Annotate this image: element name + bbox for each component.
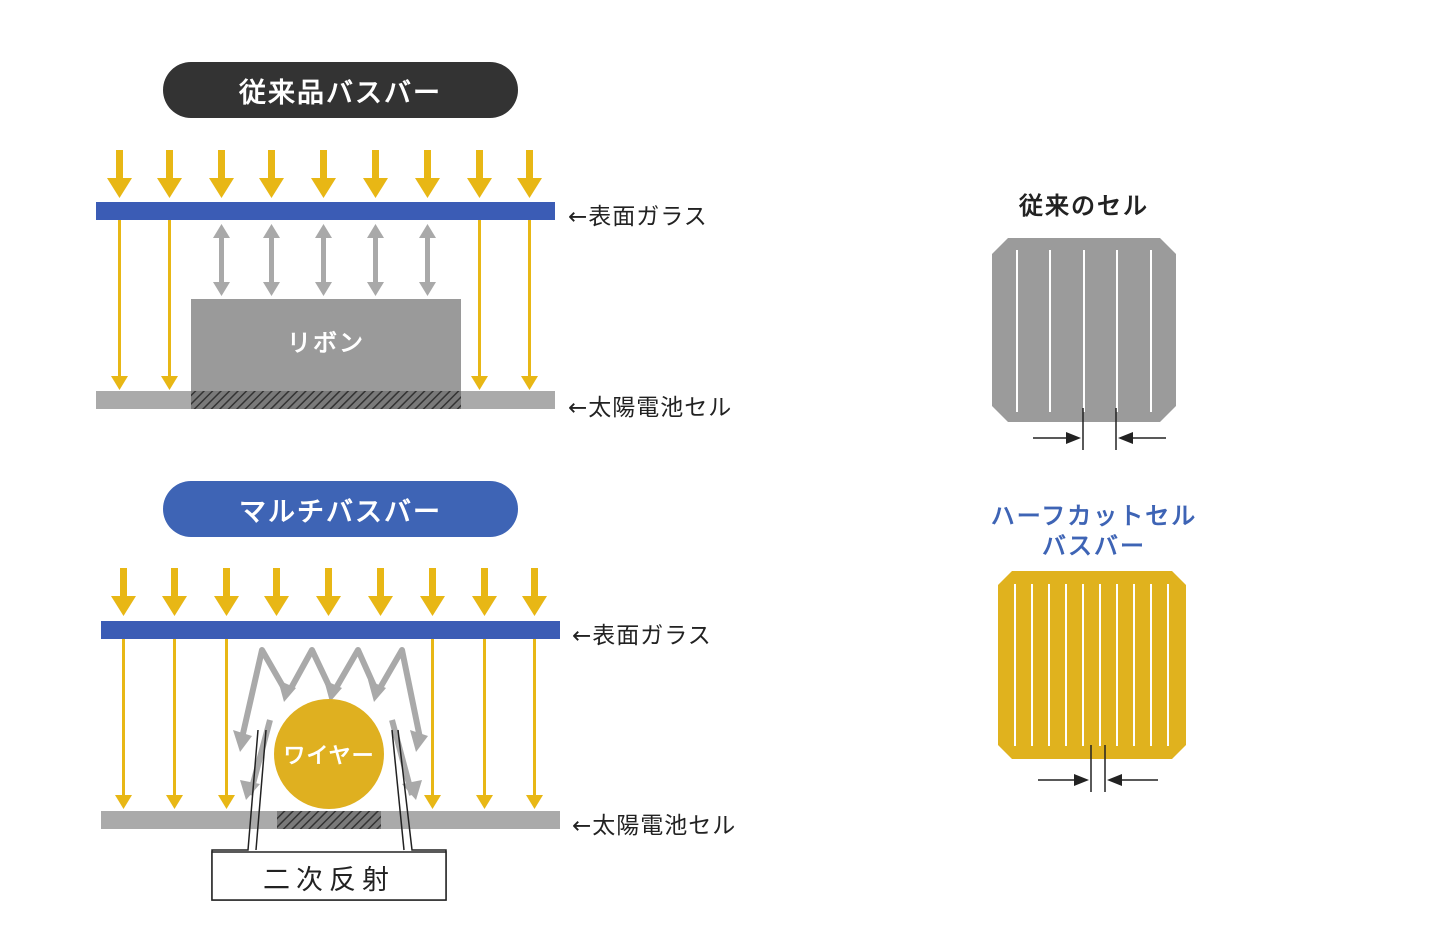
cell-label-top: ←太陽電池セル <box>568 395 733 421</box>
halfcut-cell-busbars <box>1014 584 1169 746</box>
reflection-label: 二次反射 <box>263 865 395 896</box>
ribbon-block <box>191 299 461 391</box>
halfcut-title-line2: バスバー <box>1042 532 1146 560</box>
reflection-arrowheads <box>233 680 428 800</box>
glass-label-top: ←表面ガラス <box>568 204 708 230</box>
reflected-light-arrows <box>213 224 436 296</box>
conventional-cell-title: 従来のセル <box>1019 192 1149 220</box>
incoming-arrow <box>467 150 492 198</box>
halfcut-cell <box>998 571 1186 759</box>
multi-transmitted-light-arrows <box>115 639 543 809</box>
ribbon-contact-hatch <box>191 391 461 409</box>
multi-surface-glass-bar <box>101 621 560 639</box>
conventional-busbar-title: 従来品バスバー <box>163 62 518 118</box>
conventional-spacing-indicator <box>1033 408 1166 450</box>
incoming-arrow <box>157 150 182 198</box>
incoming-arrow <box>107 150 132 198</box>
halfcut-spacing-indicator <box>1038 745 1158 792</box>
multi-incoming-light-arrows <box>111 568 547 616</box>
reflection-label-box <box>211 851 447 901</box>
surface-glass-bar <box>96 202 555 220</box>
wire-contact-hatch <box>277 811 381 829</box>
incoming-arrow <box>363 150 388 198</box>
transmitted-light-arrows <box>111 220 538 390</box>
incoming-arrow <box>259 150 284 198</box>
glass-label-bottom: ←表面ガラス <box>572 623 712 649</box>
wire-circle <box>274 699 384 809</box>
ribbon-label: リボン <box>287 329 365 357</box>
incoming-arrow <box>209 150 234 198</box>
incoming-arrow <box>311 150 336 198</box>
conventional-incoming-light-arrows <box>107 150 542 198</box>
wire-label: ワイヤー <box>283 744 375 769</box>
multi-busbar-title: マルチバスバー <box>163 481 518 537</box>
incoming-arrow <box>415 150 440 198</box>
conventional-cell-busbars <box>1016 250 1152 412</box>
incoming-arrow <box>517 150 542 198</box>
cell-label-bottom: ←太陽電池セル <box>572 813 737 839</box>
halfcut-title-line1: ハーフカットセル <box>990 502 1198 530</box>
